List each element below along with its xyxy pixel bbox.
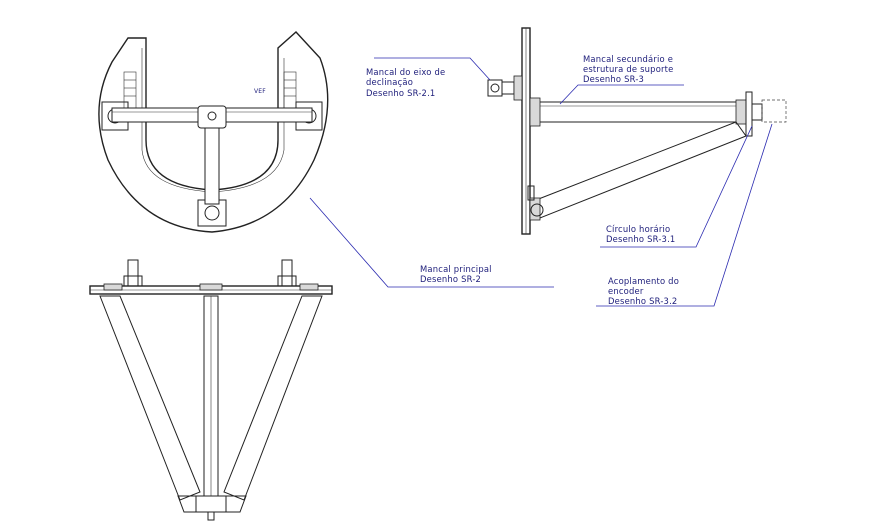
front-right-leg: [223, 295, 323, 501]
svg-text:Desenho SR-2: Desenho SR-2: [420, 274, 481, 284]
leader-circulo: [600, 125, 753, 248]
declination-bearing: [487, 79, 503, 97]
svg-text:Mancal principal: Mancal principal: [420, 264, 492, 274]
left-rail-block: [123, 71, 137, 109]
label-acoplamento: Acoplamento do encoder Desenho SR-3.2: [608, 276, 679, 306]
top-vertical-bar: [204, 121, 220, 205]
right-rail-block: [283, 71, 297, 109]
main-bearing-front-view: [89, 259, 333, 521]
leader-secundario: [559, 84, 684, 105]
main-bearing-top-view: VEF: [98, 31, 329, 233]
svg-text:estrutura de suporte: estrutura de suporte: [583, 64, 674, 74]
small-mark: VEF: [254, 88, 266, 95]
label-secundario: Mancal secundário e estrutura de suporte…: [583, 54, 674, 84]
svg-text:Círculo horário: Círculo horário: [606, 224, 670, 234]
leader-acoplamento: [596, 123, 773, 307]
svg-text:Desenho SR-2.1: Desenho SR-2.1: [366, 88, 435, 98]
leader-lines: [309, 57, 773, 307]
svg-text:Desenho SR-3.2: Desenho SR-3.2: [608, 296, 677, 306]
front-left-leg: [99, 295, 201, 501]
front-bottom-shaft: [207, 511, 215, 521]
side-end-flange: [745, 91, 753, 137]
svg-text:Mancal secundário e: Mancal secundário e: [583, 54, 673, 64]
svg-text:declinação: declinação: [366, 77, 413, 87]
label-eixo: Mancal do eixo de declinação Desenho SR-…: [366, 67, 445, 98]
side-horizontal-tube: [531, 101, 745, 123]
svg-text:Mancal do eixo de: Mancal do eixo de: [366, 67, 445, 77]
right-bracket: [281, 259, 293, 287]
side-view-structure: [487, 27, 787, 235]
svg-text:encoder: encoder: [608, 286, 644, 296]
left-bracket: [127, 259, 139, 287]
encoder-outline: [761, 99, 787, 123]
top-hub: [197, 105, 227, 129]
svg-text:Desenho SR-3.1: Desenho SR-3.1: [606, 234, 675, 244]
label-circulo: Círculo horário Desenho SR-3.1: [606, 224, 675, 244]
front-bottom-block: [177, 495, 247, 513]
leader-eixo: [374, 57, 491, 81]
svg-text:Acoplamento do: Acoplamento do: [608, 276, 679, 286]
svg-text:Desenho SR-3: Desenho SR-3: [583, 74, 644, 84]
side-diagonal-strut: [535, 121, 747, 219]
label-principal: Mancal principal Desenho SR-2: [420, 264, 492, 284]
leader-principal: [309, 197, 554, 288]
